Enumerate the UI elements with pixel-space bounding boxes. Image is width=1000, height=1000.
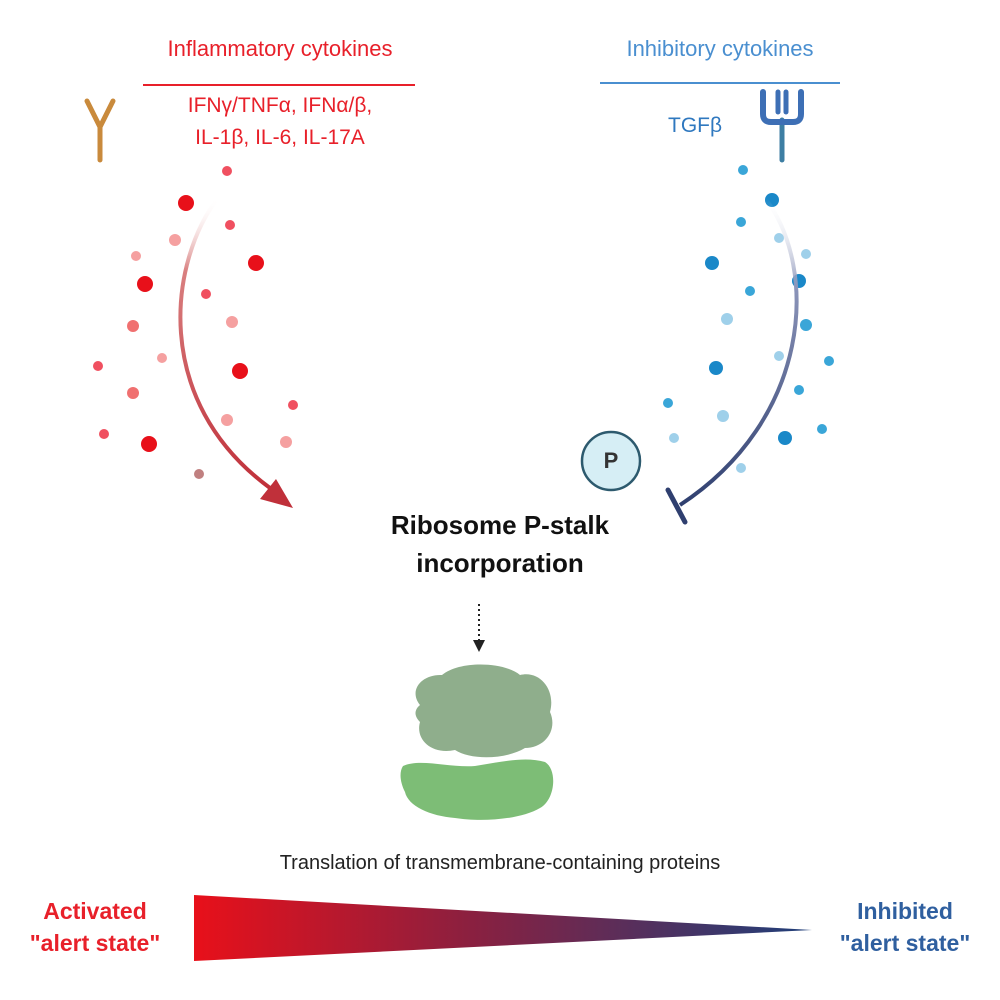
inflammatory-title-underline [143, 84, 415, 86]
phosphate-label: P [603, 448, 619, 473]
inhibited-label-line2: "alert state" [839, 930, 971, 956]
dotted-arrow [473, 604, 485, 652]
inflammatory-cytokine-list-line2: IL-1β, IL-6, IL-17A [195, 126, 365, 149]
activated-label-line1: Activated [43, 898, 147, 924]
activated-label-line2: "alert state" [29, 930, 161, 956]
inhibitory-title-underline [600, 82, 840, 84]
inhibitory-cytokine-dots [663, 165, 834, 473]
p-stalk-title-line2: incorporation [416, 548, 584, 578]
inflammatory-cytokine-list-line1: IFNγ/TNFα, IFNα/β, [187, 94, 373, 117]
activation-arrow [178, 196, 293, 508]
inhibition-arrow [665, 196, 799, 525]
tgfb-receptor-icon [760, 89, 804, 163]
alert-state-gradient-wedge [194, 895, 812, 961]
ribosome-icon [400, 664, 554, 820]
inhibitory-cytokines-title: Inhibitory cytokines [626, 36, 814, 61]
y-receptor-icon [84, 98, 116, 163]
inflammatory-cytokines-title: Inflammatory cytokines [167, 36, 393, 61]
inflammatory-cytokine-dots [93, 166, 298, 479]
inhibited-label-line1: Inhibited [857, 898, 953, 924]
translation-label: Translation of transmembrane-containing … [279, 852, 721, 874]
p-stalk-title-line1: Ribosome P-stalk [390, 510, 610, 540]
tgfb-label: TGFβ [668, 114, 723, 137]
phosphate-icon [580, 430, 642, 492]
